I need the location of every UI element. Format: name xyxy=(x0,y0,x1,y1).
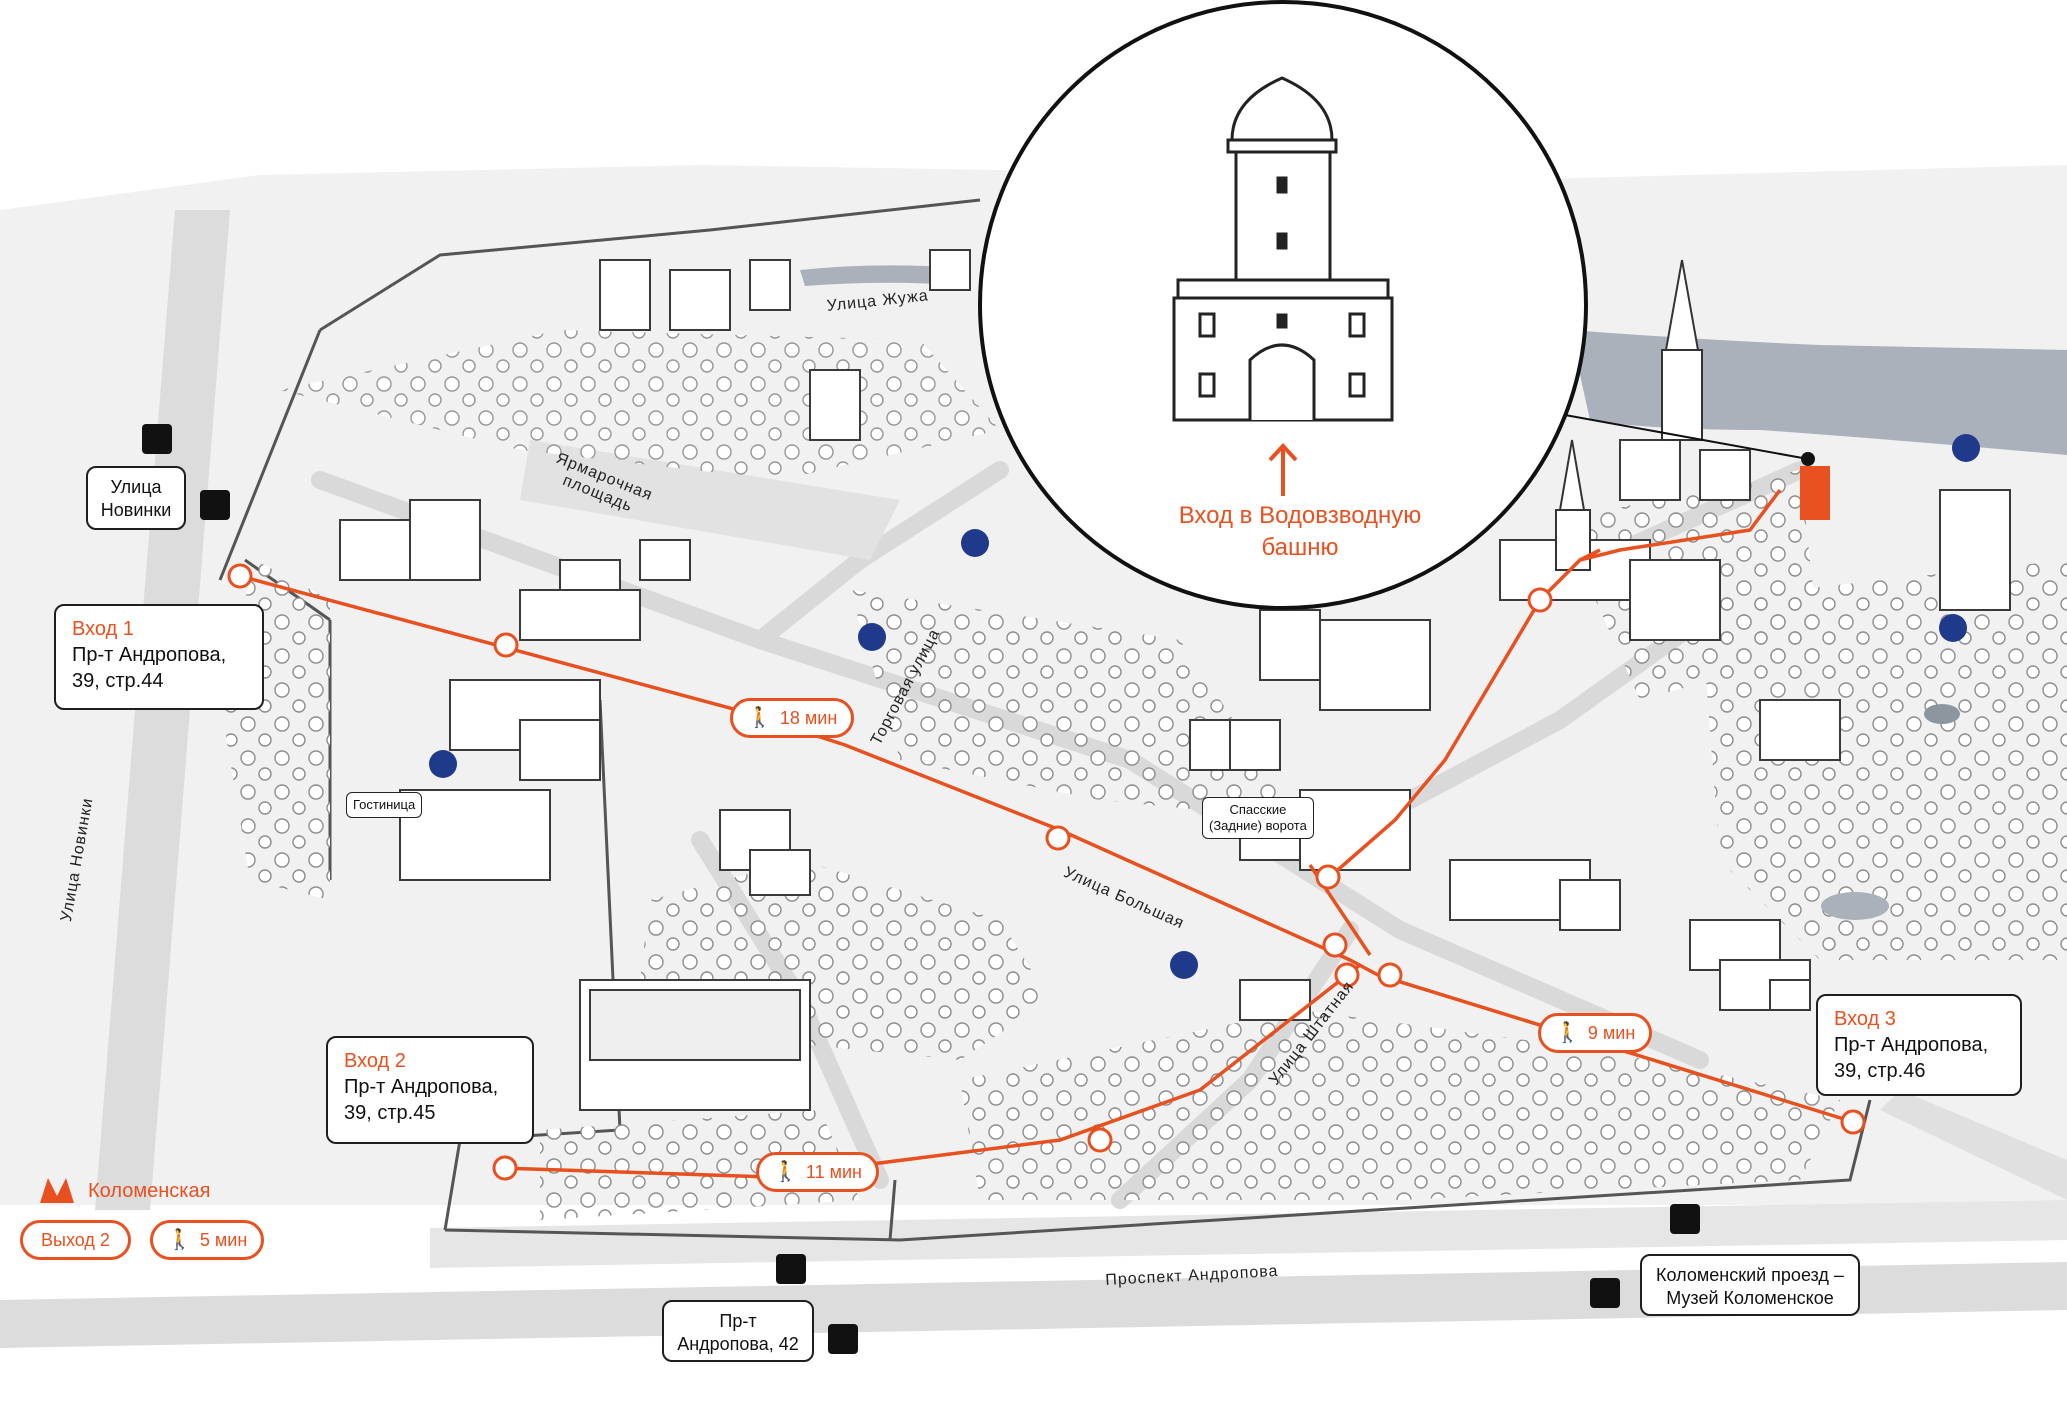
entrance-2-title: Вход 2 xyxy=(344,1050,406,1072)
trees-south-west xyxy=(540,1110,860,1220)
spasskie-gate-label: Спасские (Задние) ворота xyxy=(1202,797,1314,839)
entrance-arrow-icon xyxy=(1268,443,1298,496)
trees-east xyxy=(1700,560,2067,960)
water-tower-entrance-caption: Вход в Водовзводную башню xyxy=(1178,502,1422,561)
zoom-leader-line xyxy=(1564,414,1809,460)
entrance-2-callout: Вход 2 Пр-т Андропова, 39, стр.45 xyxy=(326,1036,534,1144)
metro-station: Коломенская xyxy=(88,1180,210,1203)
water-tower-highlight xyxy=(1800,466,1830,520)
direction-arrows xyxy=(227,563,1866,1181)
road-andropov-2 xyxy=(430,1200,2067,1268)
church-ascension xyxy=(1661,259,1703,441)
entrance-1-callout: Вход 1 Пр-т Андропова, 39, стр.44 xyxy=(54,604,264,710)
fair-square xyxy=(520,440,900,560)
entrance-3-address: Пр-т Андропова, 39, стр.46 xyxy=(1834,1034,1989,1082)
bus-stop-andropova-42-label: Пр-т Андропова, 42 xyxy=(662,1300,814,1362)
route-time-18: 18 мин xyxy=(779,708,838,728)
entrance-3-title: Вход 3 xyxy=(1834,1008,1896,1030)
buildings xyxy=(339,249,2011,1111)
route-time-9-pill: 🚶 9 мин xyxy=(1538,1013,1653,1053)
pond-2 xyxy=(1924,704,1960,724)
hotel-label: Гостиница xyxy=(346,792,423,818)
pond-1 xyxy=(1821,892,1889,920)
entrance-1-address: Пр-т Андропова, 39, стр.44 xyxy=(72,644,227,692)
bus-stop-icons xyxy=(142,424,1700,1354)
route-time-11-pill: 🚶 11 мин xyxy=(756,1152,879,1192)
tower-icon xyxy=(1172,76,1394,422)
road-east xyxy=(1880,1090,2067,1200)
trees-south xyxy=(960,1010,1840,1200)
entrance-1-title: Вход 1 xyxy=(72,618,134,640)
road-andropov xyxy=(0,1262,2067,1348)
metro-walk-time: 5 мин xyxy=(199,1230,248,1250)
metro-exit-label: Выход 2 xyxy=(41,1230,110,1250)
metro-station-name: Коломенская xyxy=(88,1180,211,1202)
bus-stop-kolomensky-label: Коломенский проезд – Музей Коломенское xyxy=(1640,1254,1860,1316)
walk-icon: 🚶 xyxy=(167,1229,192,1251)
cafe-icons xyxy=(429,434,1980,979)
metro-icon xyxy=(40,1178,74,1203)
walk-icon: 🚶 xyxy=(773,1161,798,1183)
entrance-2-address: Пр-т Андропова, 39, стр.45 xyxy=(344,1076,499,1124)
river-upper xyxy=(800,265,960,286)
route-time-18-pill: 🚶 18 мин xyxy=(730,698,855,738)
trees-nw xyxy=(280,330,1000,480)
entrance-3-callout: Вход 3 Пр-т Андропова, 39, стр.46 xyxy=(1816,994,2022,1096)
trees-center xyxy=(850,590,1300,820)
metro-walk-pill: 🚶 5 мин xyxy=(150,1220,265,1260)
walk-icon: 🚶 xyxy=(1555,1022,1580,1044)
route-time-9: 9 мин xyxy=(1587,1023,1636,1043)
zoom-leader-dot xyxy=(1801,452,1815,466)
route-time-11: 11 мин xyxy=(805,1162,862,1182)
bus-stop-novinki-label: Улица Новинки xyxy=(86,466,186,530)
walk-icon: 🚶 xyxy=(747,707,772,729)
metro-exit-pill: Выход 2 xyxy=(20,1220,131,1260)
road-novinki xyxy=(95,210,230,1210)
